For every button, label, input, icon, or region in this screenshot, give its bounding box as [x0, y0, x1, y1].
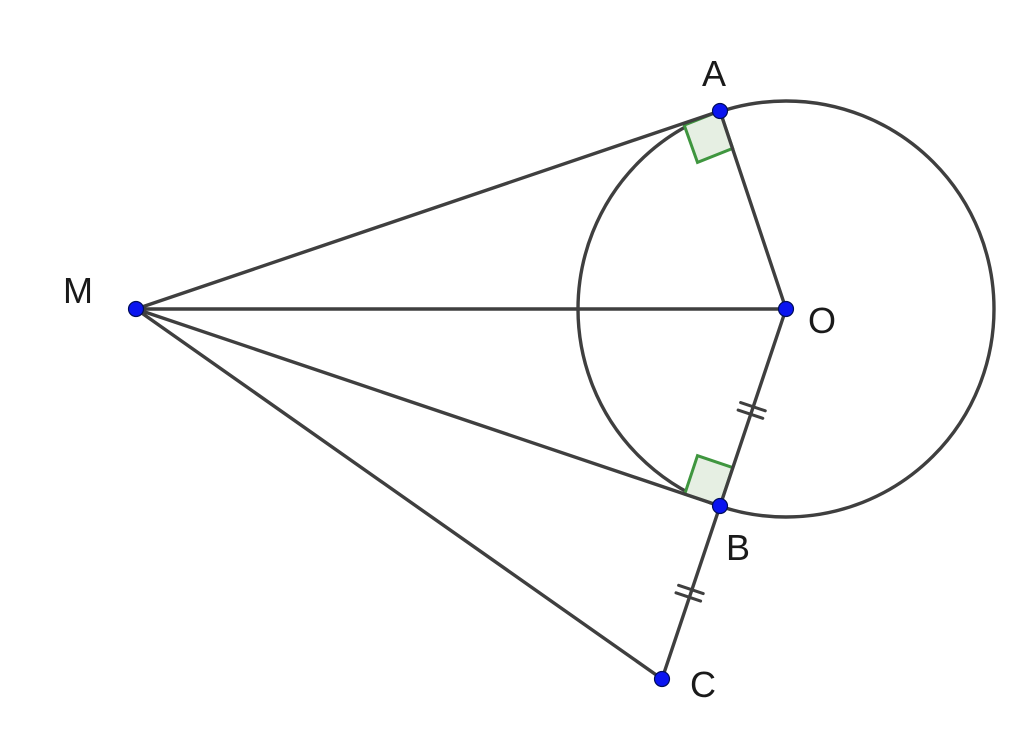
label-b: B — [726, 527, 750, 568]
point-b — [711, 497, 729, 515]
point-c — [653, 670, 671, 688]
label-c: C — [690, 664, 716, 705]
equal-mark-ob — [736, 401, 767, 420]
label-a: A — [702, 53, 726, 94]
segment-ma — [134, 109, 722, 311]
equal-mark-bc — [674, 583, 705, 603]
right-angle-b — [682, 453, 735, 508]
segment-mc — [134, 307, 664, 681]
point-a — [711, 102, 729, 120]
label-o: O — [808, 300, 836, 341]
point-m — [127, 300, 145, 318]
segment-oa — [718, 109, 788, 311]
right-angle-a — [682, 109, 735, 165]
point-o — [777, 300, 795, 318]
label-m: M — [63, 270, 93, 311]
segment-bc — [660, 504, 722, 681]
segment-mb — [134, 307, 722, 508]
